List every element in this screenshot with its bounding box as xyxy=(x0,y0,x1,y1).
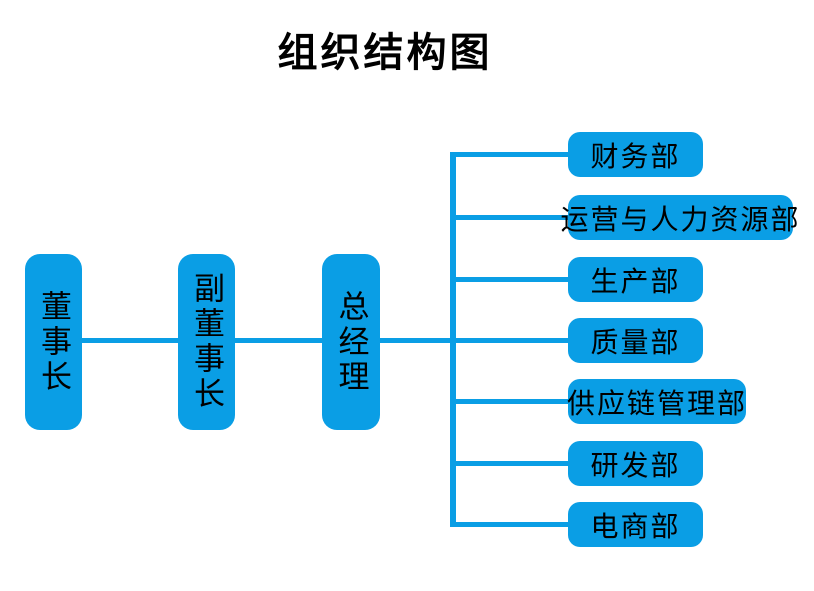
node-finance-dept-label: 财务部 xyxy=(590,141,681,173)
branch-line-supply-chain xyxy=(450,399,568,404)
node-production-dept: 生产部 xyxy=(568,257,703,302)
node-ecommerce-dept-label: 电商部 xyxy=(590,511,681,543)
branch-line-production xyxy=(450,277,568,282)
node-operations-hr-dept-label: 运营与人力资源部 xyxy=(560,204,801,236)
node-finance-dept: 财务部 xyxy=(568,132,703,177)
branch-line-finance xyxy=(450,152,568,157)
node-production-dept-label: 生产部 xyxy=(590,266,681,298)
connector-gm-quality xyxy=(380,338,568,343)
node-supply-chain-dept-label: 供应链管理部 xyxy=(567,388,748,420)
connector-vicechairman-gm xyxy=(235,338,322,343)
chart-title: 组织结构图 xyxy=(277,31,493,75)
trunk-line xyxy=(450,152,456,527)
node-vice-chairman: 副董事长 xyxy=(178,254,235,430)
node-general-manager-label: 总经理 xyxy=(333,289,369,395)
node-quality-dept-label: 质量部 xyxy=(590,327,681,359)
node-supply-chain-dept: 供应链管理部 xyxy=(567,379,748,424)
node-chairman-label: 董事长 xyxy=(36,289,71,395)
node-chairman: 董事长 xyxy=(25,254,82,430)
branch-line-operations-hr xyxy=(450,215,568,220)
node-rnd-dept: 研发部 xyxy=(568,441,703,486)
node-quality-dept: 质量部 xyxy=(568,318,703,363)
branch-line-ecommerce xyxy=(450,522,568,527)
node-ecommerce-dept: 电商部 xyxy=(568,502,703,547)
node-vice-chairman-label: 副董事长 xyxy=(189,272,224,412)
node-rnd-dept-label: 研发部 xyxy=(590,450,681,482)
node-operations-hr-dept: 运营与人力资源部 xyxy=(561,195,799,240)
connector-chairman-vicechairman xyxy=(82,338,178,343)
branch-line-rnd xyxy=(450,461,568,466)
node-general-manager: 总经理 xyxy=(322,254,380,430)
